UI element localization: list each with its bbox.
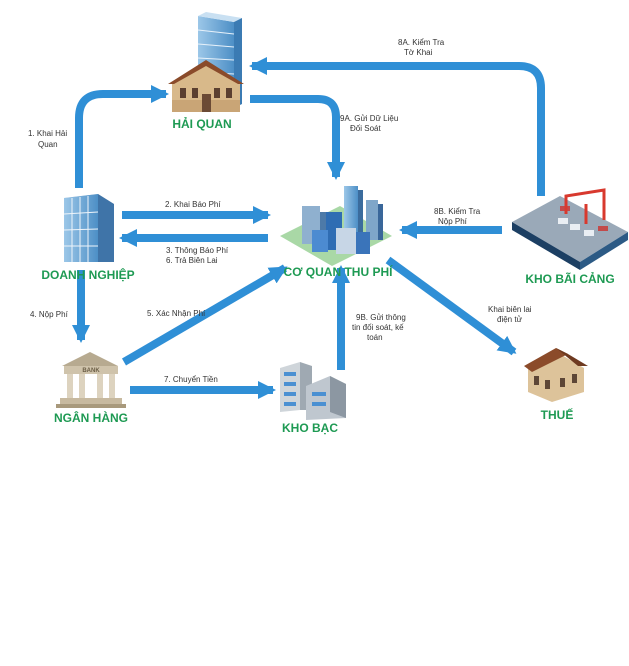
arrow-1-doanh-nghiep-to-hai-quan <box>75 85 169 188</box>
step-label-4: 4. Nộp Phí <box>30 310 69 319</box>
bank-sign-text: BANK <box>82 368 100 374</box>
label-hai-quan: HẢI QUAN <box>172 116 231 131</box>
thue-building-icon <box>524 348 588 402</box>
co-quan-thu-phi-buildings-icon <box>280 186 392 266</box>
label-kho-bai-cang: KHO BÃI CẢNG <box>525 271 614 286</box>
kho-bai-cang-port-icon <box>512 188 628 270</box>
hai-quan-building-icon <box>168 12 244 112</box>
doanh-nghiep-building-icon <box>63 194 114 262</box>
label-ngan-hang: NGÂN HÀNG <box>54 410 128 425</box>
label-kho-bac: KHO BẠC <box>282 421 338 435</box>
arrow-5-ngan-hang-to-co-quan-thu-phi <box>121 264 288 366</box>
ngan-hang-bank-icon: BANK <box>56 352 126 408</box>
label-thue: THUẾ <box>541 407 574 422</box>
label-doanh-nghiep: DOANH NGHIỆP <box>41 267 134 282</box>
step-label-7: 7. Chuyển Tiền <box>164 375 218 384</box>
kho-bac-treasury-icon <box>280 362 346 420</box>
arrow-co-quan-thu-phi-to-thue <box>385 256 517 356</box>
step-label-2: 2. Khai Báo Phí <box>165 200 221 209</box>
label-co-quan-thu-phi: CƠ QUAN THU PHÍ <box>284 264 394 279</box>
arrow-9a-hai-quan-to-co-quan-thu-phi <box>250 95 345 180</box>
step-label-5: 5. Xác Nhận Phí <box>147 309 206 318</box>
arrow-8a-kho-bai-cang-to-hai-quan <box>249 57 545 196</box>
